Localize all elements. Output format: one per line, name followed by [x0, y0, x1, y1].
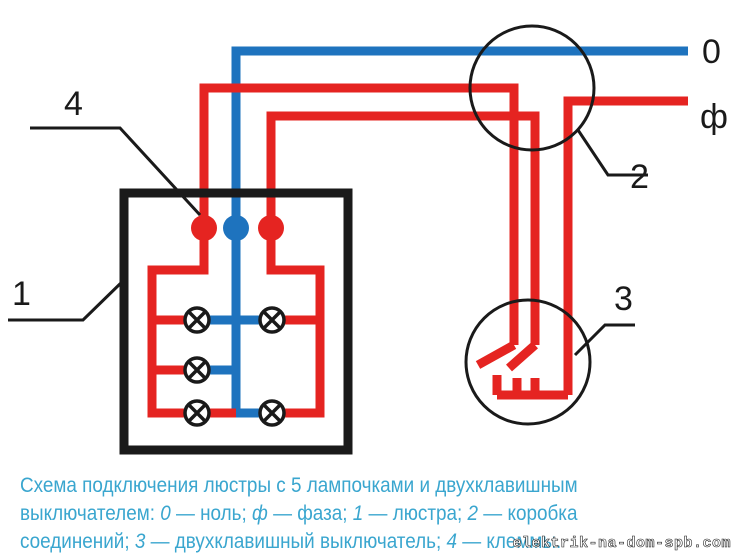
- wiring-diagram: 0 ф 1 2 3 4: [8, 24, 728, 455]
- label-phase: ф: [700, 98, 728, 136]
- switch-lever-2: [506, 341, 538, 372]
- switch-contact: [512, 378, 540, 395]
- phase-wire-in: [563, 96, 688, 395]
- caption-line-2: выключателем: 0 — ноль; ф — фаза; 1 — лю…: [20, 502, 578, 525]
- lamps: [183, 306, 286, 427]
- leader-3: [573, 323, 635, 357]
- left-lamp-loop: [147, 230, 209, 418]
- neutral-wire-main: [231, 46, 688, 413]
- label-2: 2: [630, 158, 649, 196]
- lamp-icon: [183, 356, 211, 384]
- right-lamp-loop: [266, 230, 325, 418]
- leader-2: [576, 129, 648, 177]
- caption-line-3: соединений; 3 — двухклавишный выключател…: [20, 530, 562, 553]
- caption: Схема подключения люстры с 5 лампочками …: [20, 472, 650, 556]
- switched-wire-2-up: [266, 111, 540, 345]
- switch-circle: [464, 298, 592, 426]
- label-1: 1: [12, 275, 31, 313]
- switch-lever-1: [475, 341, 517, 369]
- terminal-icon: [258, 215, 284, 241]
- watermark: elektrik-na-dom-spb.com: [512, 535, 731, 553]
- leader-4: [30, 126, 202, 217]
- lamp-icon: [183, 306, 211, 334]
- junction-box-circle: [468, 24, 596, 152]
- leader-1: [8, 278, 126, 322]
- lamp-icon: [183, 399, 211, 427]
- lamp-icon: [258, 306, 286, 334]
- label-3: 3: [614, 280, 633, 318]
- label-4: 4: [64, 85, 83, 123]
- terminal-icon: [223, 215, 249, 241]
- terminal-icon: [191, 215, 217, 241]
- lamp-icon: [258, 399, 286, 427]
- label-zero: 0: [702, 33, 721, 71]
- caption-line-1: Схема подключения люстры с 5 лампочками …: [20, 474, 578, 497]
- switched-wire-1-up: [199, 83, 519, 345]
- chandelier-frame: [119, 188, 353, 455]
